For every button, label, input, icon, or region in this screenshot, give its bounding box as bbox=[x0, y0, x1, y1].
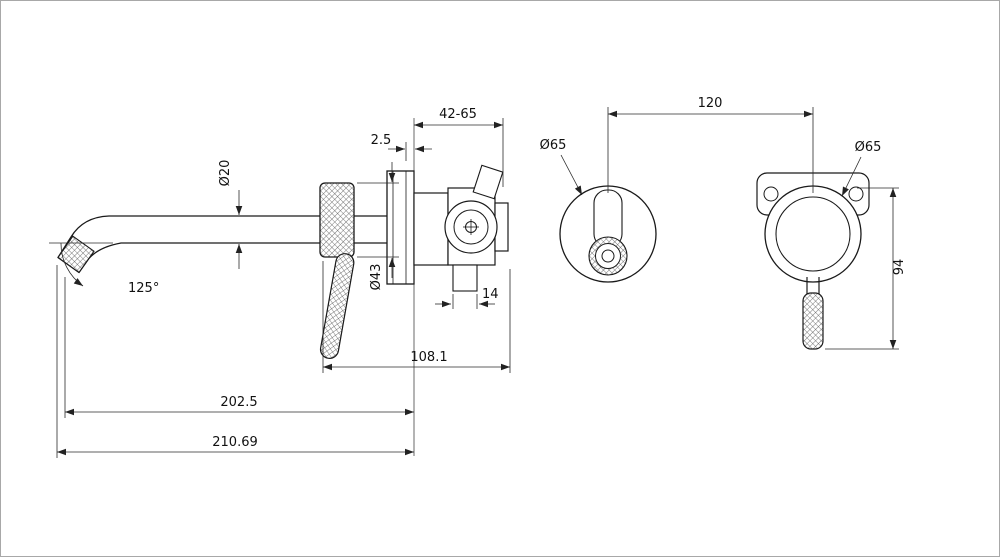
dim-flange-diameter bbox=[357, 162, 399, 278]
dim-handle-height-label: 94 bbox=[892, 259, 907, 276]
dim-right-plate-label: Ø65 bbox=[855, 140, 882, 155]
dim-centre-distance bbox=[607, 107, 814, 193]
valve-top-clip bbox=[472, 164, 504, 200]
dim-body-depth-label: 108.1 bbox=[410, 350, 447, 365]
dim-plate-offset-label: 2.5 bbox=[371, 133, 392, 148]
handle-grip-front bbox=[802, 292, 824, 350]
dim-spout-reach bbox=[64, 277, 414, 418]
dim-outlet-width-label: 14 bbox=[482, 287, 499, 302]
right-escutcheon-inner bbox=[775, 196, 851, 272]
dim-body-depth bbox=[322, 261, 511, 373]
dim-depth-range-label: 42-65 bbox=[439, 107, 477, 122]
spout-tip-knurl bbox=[57, 235, 95, 274]
valve-outlet-tab bbox=[452, 264, 478, 292]
dim-depth-range bbox=[414, 118, 504, 187]
dim-spout-angle bbox=[49, 242, 113, 287]
valve-body bbox=[413, 164, 509, 292]
side-view: 42-65 2.5 Ø20 Ø43 125° bbox=[49, 107, 511, 458]
right-escutcheon-circle bbox=[764, 185, 862, 283]
dim-handle-height bbox=[825, 187, 899, 350]
handle-lever-side bbox=[319, 253, 355, 359]
dim-outlet-width bbox=[435, 294, 495, 309]
dim-flange-diameter-label: Ø43 bbox=[369, 264, 384, 291]
aerator-rings bbox=[588, 236, 628, 276]
dim-overall-length-label: 210.69 bbox=[212, 435, 258, 450]
dim-overall-length bbox=[56, 265, 414, 458]
dim-plate-offset bbox=[388, 142, 432, 161]
dim-spout-diameter-label: Ø20 bbox=[218, 160, 233, 187]
cartridge bbox=[444, 200, 498, 254]
dim-left-plate-leader bbox=[560, 154, 583, 196]
escutcheon-plate-side bbox=[386, 170, 415, 285]
dim-centre-distance-label: 120 bbox=[698, 96, 723, 111]
dim-left-plate-label: Ø65 bbox=[540, 138, 567, 153]
spout-collar bbox=[319, 182, 355, 258]
dim-spout-angle-label: 125° bbox=[128, 281, 159, 296]
dim-spout-reach-label: 202.5 bbox=[220, 395, 257, 410]
dim-right-plate-leader bbox=[841, 156, 862, 197]
front-view: 120 Ø65 Ø65 94 bbox=[540, 96, 907, 350]
